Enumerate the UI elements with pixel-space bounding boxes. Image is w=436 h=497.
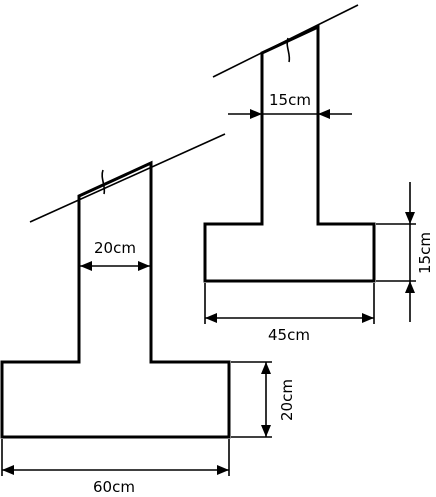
large-ground-line [29,133,226,223]
large-top-mark [101,169,106,195]
large-base-thickness-label: 20cm [278,379,296,421]
small-footing-body [203,24,376,283]
large-base-thickness-dimension: 20cm [231,361,296,438]
small-base-thickness-dimension: 15cm [376,182,434,322]
small-base-thickness-label: 15cm [416,232,434,274]
large-wall-width-dimension: 20cm [80,236,150,271]
small-base-width-dimension: 45cm [204,283,375,344]
small-footing: 15cm 15cm 45cm [203,4,434,344]
large-base-width-dimension: 60cm [1,439,230,496]
small-base-width-label: 45cm [268,326,310,344]
small-top-mark [286,37,291,63]
large-wall-width-label: 20cm [94,239,136,257]
large-footing-body [0,160,231,439]
small-wall-width-dimension: 15cm [228,88,352,119]
large-base-width-label: 60cm [93,478,135,496]
small-wall-width-label: 15cm [269,91,311,109]
large-footing: 20cm 20cm 60cm [0,133,296,496]
